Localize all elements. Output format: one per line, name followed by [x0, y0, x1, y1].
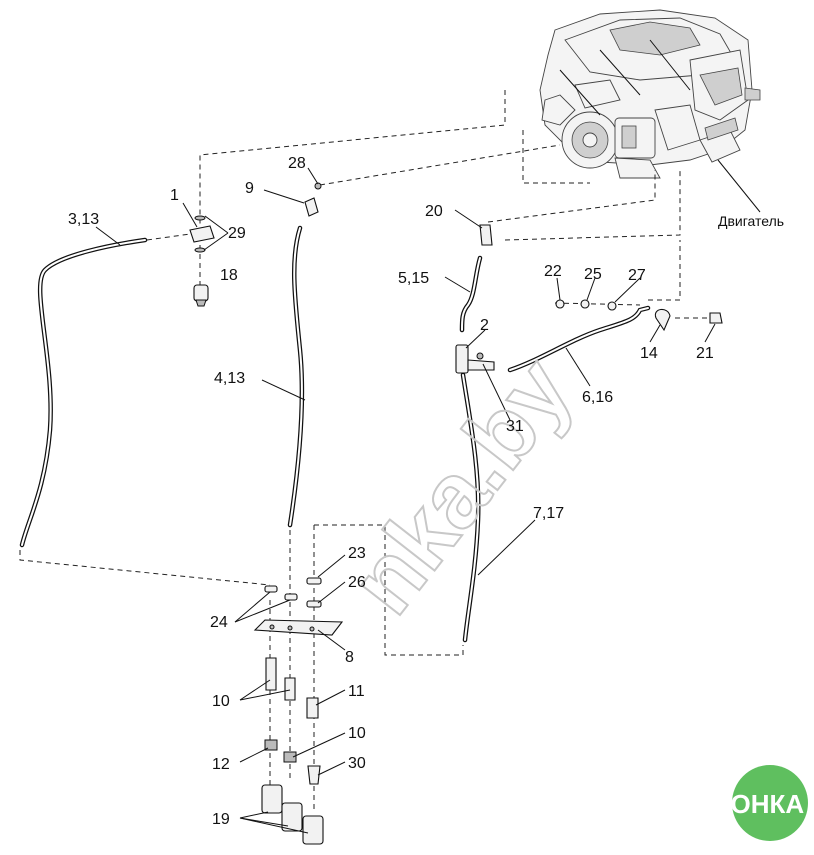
label-20: 20 [425, 203, 443, 220]
logo-text: АГРОНКА [680, 789, 804, 819]
label-4-13: 4,13 [214, 370, 245, 387]
label-28: 28 [288, 155, 306, 172]
dashed-connections [19, 90, 712, 810]
label-8: 8 [345, 649, 354, 666]
label-21: 21 [696, 345, 714, 362]
label-14: 14 [640, 345, 658, 362]
label-24: 24 [210, 614, 228, 631]
label-3-13: 3,13 [68, 211, 99, 228]
label-23: 23 [348, 545, 366, 562]
label-engine: Двигатель [718, 213, 784, 229]
leader-lines [95, 159, 761, 834]
label-5-15: 5,15 [398, 270, 429, 287]
label-11: 11 [348, 683, 365, 700]
watermark-text: nka.by [331, 340, 591, 632]
label-6-16: 6,16 [582, 389, 613, 406]
label-12: 12 [212, 756, 230, 773]
label-2: 2 [480, 317, 489, 334]
label-19: 19 [212, 811, 230, 828]
label-25: 25 [584, 266, 602, 283]
label-29: 29 [228, 225, 246, 242]
label-10-upper: 10 [212, 693, 230, 710]
agronka-logo: АГРОНКА [680, 765, 808, 841]
logo-circle [732, 765, 808, 841]
label-26: 26 [348, 574, 366, 591]
label-30: 30 [348, 755, 366, 772]
label-1: 1 [170, 187, 179, 204]
part-labels: 3,13 1 29 18 28 9 4,13 20 5,15 2 31 22 2… [68, 155, 784, 828]
engine-illustration [539, 9, 761, 179]
label-22: 22 [544, 263, 562, 280]
hoses [19, 225, 651, 643]
label-27: 27 [628, 267, 646, 284]
parts [189, 182, 723, 845]
label-9: 9 [245, 180, 254, 197]
label-31: 31 [506, 418, 524, 435]
label-18: 18 [220, 267, 238, 284]
label-7-17: 7,17 [533, 505, 564, 522]
label-10-lower: 10 [348, 725, 366, 742]
